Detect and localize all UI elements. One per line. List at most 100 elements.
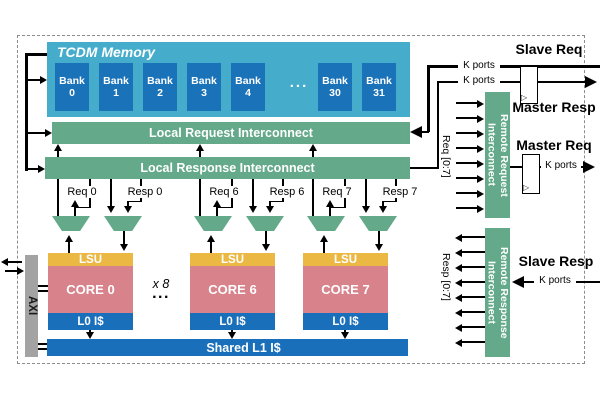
arrowhead [455,338,462,347]
core-box: CORE 0 [48,266,133,313]
axi-link [38,284,48,287]
response-mux [359,216,397,231]
arrowhead [512,276,524,288]
master-resp-wire [436,80,586,84]
remote-request-interconnect: Remote Request Interconnect [485,92,510,218]
bank-num: 31 [373,87,385,99]
wire [231,330,233,333]
arrowhead [477,174,484,183]
arrowhead [477,99,484,108]
remote-resp-wire [382,201,384,207]
register-symbol: ▷ [522,154,540,194]
wire [123,231,125,244]
arrowhead [477,159,484,168]
request-mux [307,216,345,231]
axi-link [38,289,48,292]
stub-wire [462,326,485,328]
arrowhead [341,332,349,339]
remote-req-wire [74,207,76,216]
core-box: CORE 7 [303,266,388,313]
resp-label: Resp 6 [264,186,310,198]
req-label: Req 7 [317,186,357,198]
arrowhead [585,76,597,88]
bank-word: Bank [147,74,173,87]
wire [25,53,47,56]
arrowhead [379,206,387,213]
bank-box: Bank 1 [99,63,133,111]
arrowhead [455,293,462,302]
l0-icache-box: L0 I$ [303,313,388,330]
axi-bridge: AXI [25,255,38,357]
wire [68,242,70,253]
bank-word: Bank [59,74,85,87]
req-label: Req 0 [62,186,102,198]
wire [323,242,325,253]
arrowhead [477,114,484,123]
arrowhead [455,263,462,272]
core-group: Req 6 Resp 6 LSU CORE 6 L0 I$ [190,0,310,400]
wire [270,201,283,203]
arrowhead [107,206,115,213]
slave-resp-label: Slave Resp [518,253,594,269]
bank-num: 2 [157,87,163,99]
local-resp-wire [110,179,112,206]
arrowhead [477,204,484,213]
request-mux [194,216,232,231]
arrowhead [86,332,94,339]
remote-response-line2: Interconnect [485,260,498,324]
arrowhead [266,206,274,213]
bank-box: Bank 0 [55,63,89,111]
arrowhead [40,76,47,84]
bank-word: Bank [103,74,129,87]
bank-box: Bank 31 [362,63,396,111]
slave-req-wire [427,65,430,132]
core-multiplier-label: x 8 [152,277,170,291]
local-response-interconnect: Local Response Interconnect [45,157,410,179]
arrowhead [455,323,462,332]
arrowhead [120,244,128,251]
stub-wire [456,192,477,194]
arrowhead [1,258,8,266]
bank-box: Bank 4 [231,63,265,111]
k-ports-label: K ports [534,275,576,287]
arrowhead [249,206,257,213]
axi-link [38,347,47,350]
shared-l1-icache-box: Shared L1 I$ [47,339,408,356]
l0-icache-box: L0 I$ [48,313,133,330]
slave-req-label: Slave Req [515,41,583,57]
wire [25,167,39,171]
stub-wire [456,132,477,134]
arrowhead [326,200,334,207]
wire [265,231,267,244]
stub-wire [462,281,485,283]
core-box: CORE 6 [190,266,275,313]
stub-wire [456,207,477,209]
arrowhead [455,308,462,317]
local-resp-wire [365,179,367,206]
remote-resp-wire [269,201,271,207]
local-req-wire [57,151,59,216]
wire [383,201,396,203]
request-mux [52,216,90,231]
cluster-boundary [17,35,585,364]
arrowhead [375,244,383,251]
arrowhead [262,244,270,251]
arrowhead [65,235,73,242]
resp-bus-label: Resp [0:7] [440,253,452,301]
arrowhead [196,144,204,151]
local-req-wire [312,151,314,216]
wire [378,231,380,244]
arrowhead [228,332,236,339]
wire [25,131,46,135]
clock-triangle-icon: ▷ [521,93,528,102]
bank-word: Bank [191,74,217,87]
bank-word: Bank [322,74,348,87]
wire [25,53,28,171]
bank-num: 4 [245,87,251,99]
local-req-wire [199,151,201,216]
bank-word: Bank [235,74,261,87]
bank-num: 1 [113,87,119,99]
bank-box: Bank 30 [318,63,352,111]
slave-req-wire [420,130,429,134]
